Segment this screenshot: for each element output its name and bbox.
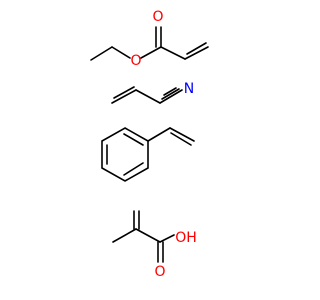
bond	[90, 46, 113, 61]
ethyl-acrylate-structure: O O	[90, 9, 209, 69]
bond	[159, 234, 175, 243]
bond	[161, 88, 180, 100]
bond	[169, 127, 195, 142]
bond	[163, 87, 177, 96]
bond	[184, 46, 209, 60]
bond	[135, 228, 161, 243]
styrene-structure	[101, 127, 195, 182]
benzene-ring	[101, 127, 149, 182]
carbonyl-oxygen-label: O	[154, 264, 165, 280]
bond	[147, 127, 171, 142]
bond	[135, 89, 161, 104]
acrylonitrile-structure: N	[111, 81, 194, 104]
bond	[112, 228, 137, 243]
bond	[113, 86, 135, 99]
bond	[140, 46, 162, 59]
bond	[123, 162, 144, 176]
bond	[160, 46, 186, 60]
bond	[159, 89, 183, 104]
bond	[123, 133, 144, 146]
molecule-diagram: O O N OH O	[90, 9, 209, 280]
hydroxyl-label: OH	[175, 230, 197, 246]
methacrylic-acid-structure: OH O	[112, 210, 197, 280]
nitrogen-label: N	[184, 81, 194, 97]
bond	[186, 42, 207, 55]
ester-oxygen-label: O	[130, 53, 141, 69]
bond	[111, 89, 137, 104]
bond	[111, 46, 131, 59]
bond	[170, 132, 192, 146]
carbonyl-oxygen-label: O	[152, 9, 163, 25]
